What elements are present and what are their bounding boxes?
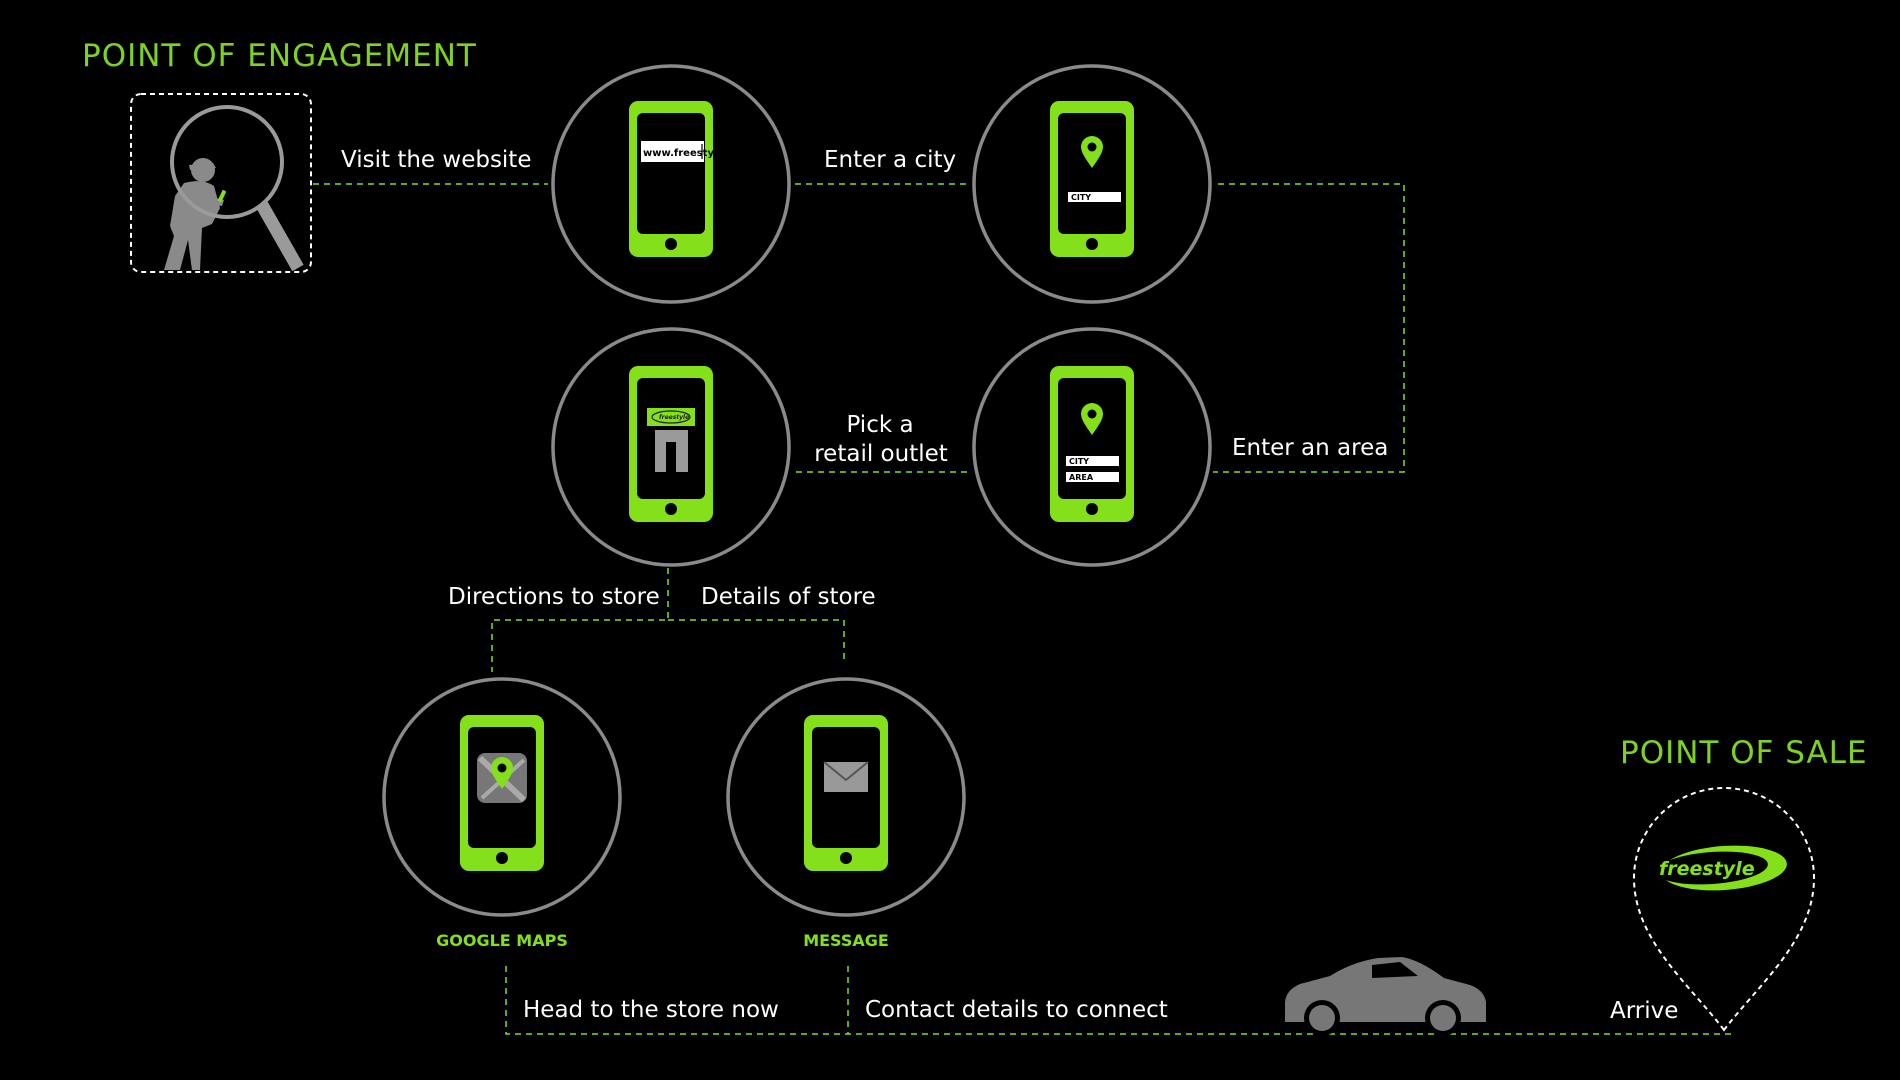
store-brand-text: freestyle	[659, 414, 689, 421]
person-phone-icon	[164, 158, 227, 270]
magnifier-icon	[170, 105, 304, 272]
url-text: www.freestyle	[643, 148, 724, 159]
label-details: Details of store	[701, 584, 876, 610]
node-pick-outlet: freestyle	[551, 327, 791, 567]
node-enter-area: CITY AREA	[972, 327, 1212, 567]
point-of-sale-heading: POINT OF SALE	[1620, 735, 1868, 771]
message-label: MESSAGE	[803, 931, 889, 950]
node-visit-website: www.freestyle	[551, 64, 791, 304]
label-directions: Directions to store	[448, 584, 660, 610]
label-head-to-store: Head to the store now	[523, 997, 779, 1023]
node-google-maps	[382, 677, 622, 917]
freestyle-logo-text: freestyle	[1659, 858, 1755, 880]
label-contact-details: Contact details to connect	[865, 997, 1168, 1023]
label-enter-area: Enter an area	[1232, 435, 1388, 461]
node-enter-city: CITY	[972, 64, 1212, 304]
engagement-box	[130, 93, 312, 273]
label-pick-line1: Pick a	[846, 412, 913, 438]
sale-location-pin-icon: freestyle	[1632, 787, 1816, 1032]
store-icon	[655, 430, 688, 472]
google-maps-icon	[477, 753, 527, 803]
label-pick-line2: retail outlet	[814, 441, 948, 467]
area-field-label: AREA	[1069, 473, 1094, 482]
envelope-icon	[823, 761, 869, 792]
node-message	[726, 677, 966, 917]
point-of-engagement-heading: POINT OF ENGAGEMENT	[82, 38, 477, 74]
label-visit-website: Visit the website	[341, 147, 531, 173]
google-maps-label: GOOGLE MAPS	[436, 931, 568, 950]
label-arrive: Arrive	[1610, 998, 1678, 1024]
city-field-label: CITY	[1071, 193, 1091, 202]
area-city-field-label: CITY	[1069, 457, 1089, 466]
label-enter-city: Enter a city	[824, 147, 956, 173]
